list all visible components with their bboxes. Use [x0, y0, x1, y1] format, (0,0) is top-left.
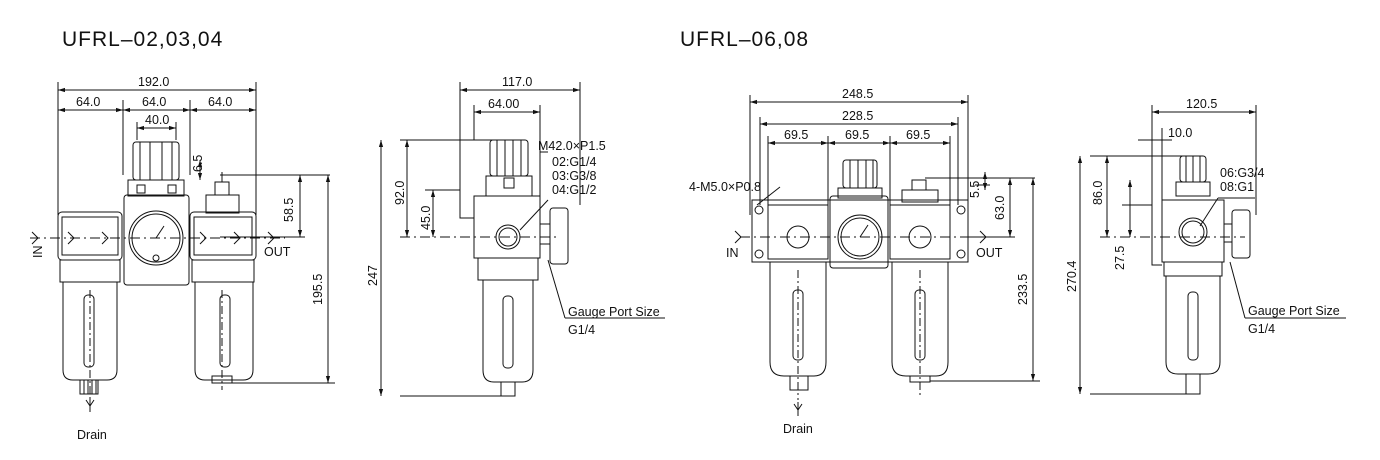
dim-large-mount-width: 228.5 [842, 109, 873, 123]
small-side-view [378, 82, 665, 397]
large-side-total-height: 270.4 [1065, 261, 1079, 292]
in-label: IN [31, 246, 45, 259]
title-ufrl-small: UFRL–02,03,04 [62, 28, 224, 51]
dim-large-overall-width: 248.5 [842, 87, 873, 101]
small-front-view [30, 82, 335, 412]
dim-large-port-height: 63.0 [993, 196, 1007, 220]
dim-large-total-height: 233.5 [1016, 274, 1030, 305]
dim-knob-offset: 6.5 [191, 155, 205, 172]
dim-large-knob-offset: 5.5 [968, 181, 982, 198]
dim-section-2: 64.0 [142, 95, 166, 109]
dim-large-section-2: 69.5 [845, 128, 869, 142]
large-side-mount-height: 27.5 [1113, 246, 1127, 270]
port-08: 08:G1 [1220, 180, 1254, 194]
title-ufrl-large: UFRL–06,08 [680, 28, 810, 51]
dim-large-section-3: 69.5 [906, 128, 930, 142]
dim-total-height: 195.5 [311, 274, 325, 305]
mount-hole-spec: 4-M5.0×P0.8 [689, 180, 761, 194]
port-03: 03:G3/8 [552, 169, 597, 183]
large-side-overall-width: 120.5 [1186, 97, 1217, 111]
large-out-label: OUT [976, 246, 1003, 260]
port-06: 06:G3/4 [1220, 166, 1265, 180]
side-overall-width: 117.0 [502, 75, 532, 89]
large-in-label: IN [726, 246, 739, 260]
large-drain-label: Drain [783, 422, 813, 436]
dim-overall-width: 192.0 [138, 75, 169, 89]
out-label: OUT [264, 245, 291, 259]
drain-label: Drain [77, 428, 107, 442]
port-02: 02:G1/4 [552, 155, 597, 169]
side-body-width: 64.00 [488, 97, 519, 111]
large-front-labels: 248.5 228.5 69.5 69.5 69.5 4-M5.0×P0.8 5… [689, 87, 1030, 436]
gauge-port-value: G1/4 [568, 323, 595, 337]
gauge-port-label: Gauge Port Size [568, 305, 660, 319]
dim-port-height: 58.5 [282, 198, 296, 222]
large-side-labels: 120.5 10.0 06:G3/4 08:G1 86.0 27.5 270.4… [1065, 97, 1340, 336]
dim-knob-width: 40.0 [145, 113, 169, 127]
side-mount-height: 45.0 [419, 206, 433, 230]
large-side-view [1077, 105, 1346, 395]
dim-section-1: 64.0 [76, 95, 100, 109]
large-side-upper-height: 86.0 [1091, 181, 1105, 205]
side-total-height: 247 [366, 265, 380, 286]
side-upper-height: 92.0 [393, 181, 407, 205]
large-gauge-port-value: G1/4 [1248, 322, 1275, 336]
port-04: 04:G1/2 [552, 183, 597, 197]
small-front-labels: 192.0 64.0 64.0 64.0 40.0 6.5 58.5 195.5… [31, 75, 325, 442]
large-front-view [734, 95, 1040, 416]
large-side-offset: 10.0 [1168, 126, 1192, 140]
thread-spec: M42.0×P1.5 [538, 139, 606, 153]
large-gauge-port-label: Gauge Port Size [1248, 304, 1340, 318]
dim-large-section-1: 69.5 [784, 128, 808, 142]
dim-section-3: 64.0 [208, 95, 232, 109]
small-side-labels: 117.0 64.00 M42.0×P1.5 02:G1/4 03:G3/8 0… [366, 75, 660, 337]
